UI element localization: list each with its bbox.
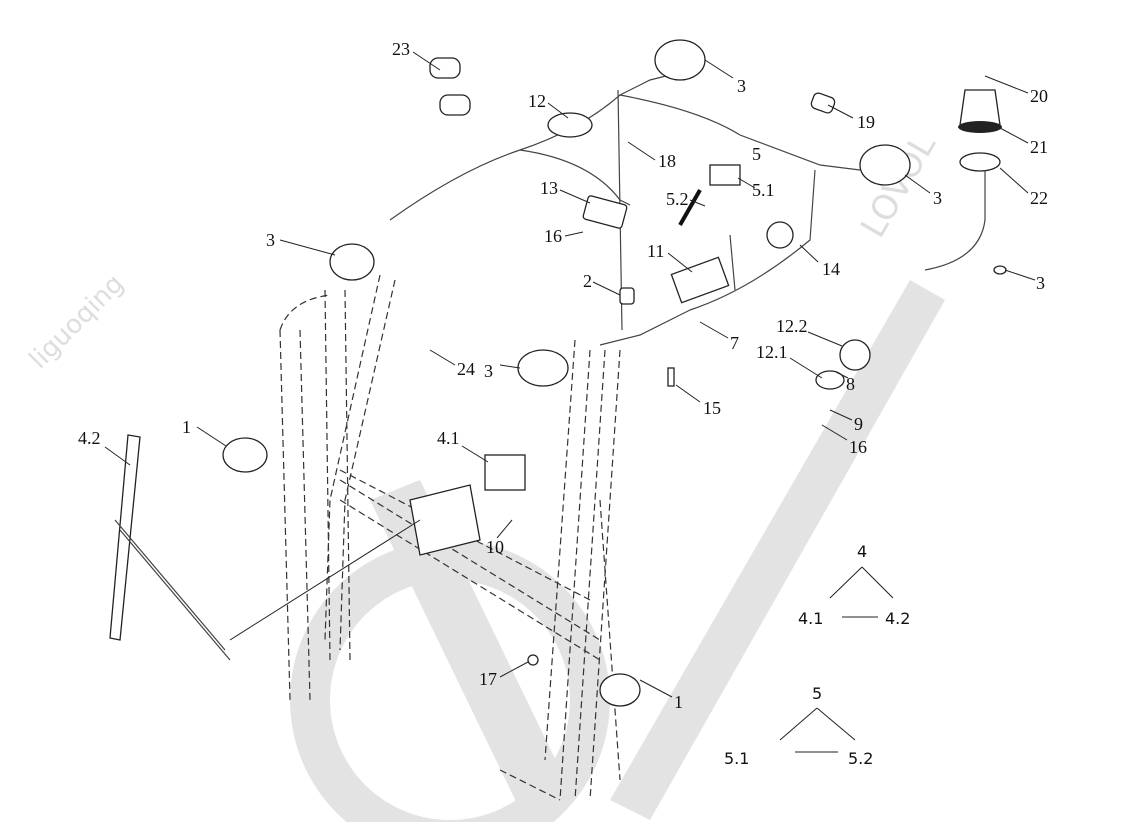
part-1-lamp xyxy=(222,437,268,473)
tree-child: 4.1 xyxy=(798,609,823,628)
part-11-control-panel xyxy=(670,256,730,304)
part-5.2-wiper-arm xyxy=(678,189,702,226)
callout: 1 xyxy=(674,692,683,712)
callout: 3 xyxy=(266,230,275,250)
part-13-switch-panel xyxy=(582,195,628,229)
tree-parent: 4 xyxy=(857,542,867,561)
callout: 17 xyxy=(479,669,497,689)
watermark-small: LOVOL xyxy=(853,127,944,244)
part-3-work-lamp xyxy=(859,144,911,186)
callout: 5 xyxy=(752,144,761,164)
part-19 xyxy=(810,92,836,114)
callout: 3 xyxy=(737,76,746,96)
callout: 2 xyxy=(583,271,592,291)
callout: 7 xyxy=(730,333,739,353)
part-22-base xyxy=(959,152,1001,172)
callout: 12.1 xyxy=(756,342,788,362)
callouts: 23 12 3 19 20 21 22 3 5 5.1 5.2 18 13 16… xyxy=(78,39,1048,712)
part-5.1-wiper-motor xyxy=(709,164,741,186)
callout: 8 xyxy=(846,374,855,394)
part-4.2-wiper-blade xyxy=(109,434,231,661)
part-14-speaker xyxy=(766,221,794,249)
part-15 xyxy=(667,367,675,387)
callout: 9 xyxy=(854,414,863,434)
callout: 1 xyxy=(182,417,191,437)
callout: 19 xyxy=(857,112,875,132)
callout: 23 xyxy=(392,39,410,59)
callout: 16 xyxy=(849,437,867,457)
callout: 20 xyxy=(1030,86,1048,106)
tree-child: 5.2 xyxy=(848,749,873,768)
part-12-horn xyxy=(547,112,593,138)
cab-frame xyxy=(279,274,621,801)
callout: 24 xyxy=(457,359,475,379)
tree-child: 5.1 xyxy=(724,749,749,768)
callout: 14 xyxy=(822,259,840,279)
callout: 4.2 xyxy=(78,428,101,448)
callout: 4.1 xyxy=(437,428,460,448)
assembly-tree-4: 4 4.1 4.2 xyxy=(798,542,910,628)
part-1-lamp xyxy=(599,673,641,707)
callout: 21 xyxy=(1030,137,1048,157)
part-3-lamp xyxy=(329,243,375,281)
tree-child: 4.2 xyxy=(885,609,910,628)
parts xyxy=(109,39,1007,707)
part-3-lamp xyxy=(517,349,569,387)
callout: 12.2 xyxy=(776,316,808,336)
callout: 12 xyxy=(528,91,546,111)
callout: 13 xyxy=(540,178,558,198)
callout: 5.2 xyxy=(666,189,689,209)
part-17-nut xyxy=(527,654,539,666)
part-12.1-grille xyxy=(815,370,845,390)
callout: 22 xyxy=(1030,188,1048,208)
part-21-beacon xyxy=(958,89,1002,133)
part-12.2-speaker xyxy=(839,339,871,371)
callout: 3 xyxy=(484,361,493,381)
assembly-tree-5: 5 5.1 5.2 xyxy=(724,684,873,768)
part-2 xyxy=(619,287,635,305)
tree-parent: 5 xyxy=(812,684,822,703)
callout: 3 xyxy=(1036,273,1045,293)
callout: 15 xyxy=(703,398,721,418)
part-3-nut xyxy=(993,265,1007,275)
callout: 3 xyxy=(933,188,942,208)
part-3-work-lamp xyxy=(654,39,706,81)
watermark: LOVOL liguoqing xyxy=(24,127,945,822)
part-4.1-wiper-motor xyxy=(484,454,526,491)
callout: 18 xyxy=(658,151,676,171)
callout: 16 xyxy=(544,226,562,246)
callout: 11 xyxy=(647,241,664,261)
callout: 5.1 xyxy=(752,180,775,200)
watermark-user: liguoqing xyxy=(24,269,130,375)
callout: 10 xyxy=(486,537,504,557)
part-23-clips xyxy=(429,57,471,116)
